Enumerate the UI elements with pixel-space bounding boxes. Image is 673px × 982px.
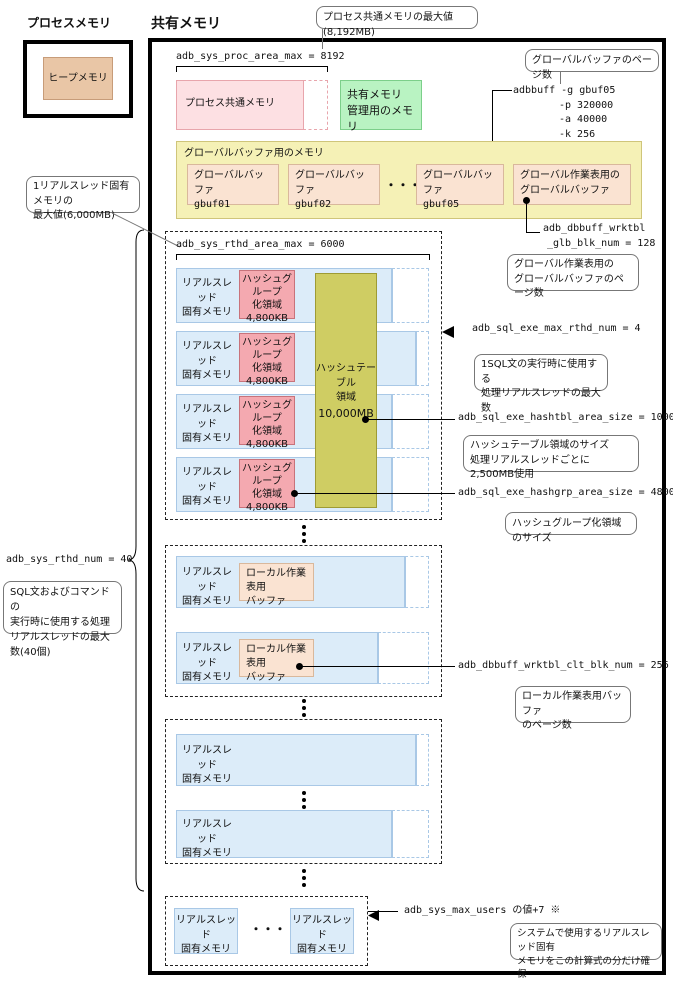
rthd-label-3: リアルスレッド固有メモリ bbox=[182, 404, 232, 444]
hashgrp-callout: ハッシュグループ化領域のサイズ bbox=[505, 512, 637, 544]
max-rthd-callout: 1SQL文の実行時に使用する処理リアルスレッドの最大数 bbox=[474, 354, 608, 414]
rthd-label-8: リアルスレッド固有メモリ bbox=[182, 819, 232, 859]
proc-area-callout: プロセス共通メモリの最大値(8,192MB) bbox=[316, 6, 478, 38]
rthd-group-3 bbox=[165, 719, 442, 864]
rthd-num-callout: SQL文およびコマンドの実行時に使用する処理リアルスレッドの最大数(40個) bbox=[3, 581, 122, 658]
rthd-label-7: リアルスレッド固有メモリ bbox=[182, 745, 232, 785]
rthd-memory-bottom-2 bbox=[290, 908, 354, 954]
proc-area-param: adb_sys_proc_area_max = 8192 bbox=[176, 51, 345, 62]
rthd-memory-7 bbox=[176, 734, 416, 786]
max-rthd-param: adb_sql_exe_max_rthd_num = 4 bbox=[472, 323, 641, 334]
wrktbl-glb-callout: グローバル作業表用のグローバルバッファのページ数 bbox=[507, 254, 639, 299]
hashgrp-param: adb_sql_exe_hashgrp_area_size = 4800 bbox=[458, 487, 673, 498]
clt-blk-param: adb_dbbuff_wrktbl_clt_blk_num = 256 bbox=[458, 660, 669, 671]
heap-memory-box: ヒープメモリ bbox=[43, 57, 113, 100]
max-users-arrow bbox=[368, 906, 380, 925]
rthd-memory-8 bbox=[176, 810, 392, 858]
process-memory-box: ヒープメモリ bbox=[23, 40, 133, 118]
shared-mgmt-memory: 共有メモリ 管理用のメモリ bbox=[340, 80, 422, 133]
rthd-label-4: リアルスレッド固有メモリ bbox=[182, 467, 232, 507]
proc-common-memory: プロセス共通メモリ bbox=[176, 80, 304, 130]
rthd-label-bottom-2: リアルスレッド固有メモリ bbox=[292, 915, 352, 955]
global-work-buffer: グローバル作業表用のグローバルバッファ bbox=[513, 164, 631, 205]
rthd-callout-leader bbox=[111, 212, 181, 248]
vertical-dots-4 bbox=[302, 869, 306, 890]
vertical-dots-2 bbox=[302, 699, 306, 720]
left-brace bbox=[124, 228, 148, 897]
rthd-group-1 bbox=[165, 231, 442, 520]
max-rthd-arrow bbox=[442, 323, 462, 342]
rthd-area-callout: 1リアルスレッド固有メモリの最大値(6,000MB) bbox=[26, 176, 140, 221]
rthd-label-bottom-1: リアルスレッド固有メモリ bbox=[176, 915, 236, 955]
rthd-group-2 bbox=[165, 545, 442, 697]
hashtbl-param: adb_sql_exe_hashtbl_area_size = 10000 bbox=[458, 412, 673, 423]
heap-memory-label: ヒープメモリ bbox=[48, 73, 108, 84]
rthd-memory-bottom-1 bbox=[174, 908, 238, 954]
vertical-dots-1 bbox=[302, 525, 306, 546]
wrktbl-glb-param: adb_dbbuff_wrktbl _glb_blk_num = 128 bbox=[543, 223, 656, 249]
clt-blk-callout: ローカル作業表用バッファのページ数 bbox=[515, 686, 631, 731]
shared-memory-box bbox=[148, 38, 666, 975]
adbbuff-command: adbbuff -g gbuf05 -p 320000 -a 40000 -k … bbox=[513, 85, 616, 140]
global-buffer-pages-callout: グローバルバッファのページ数 bbox=[525, 49, 659, 81]
rthd-label-1: リアルスレッド固有メモリ bbox=[182, 278, 232, 318]
local-work-buffer-2: ローカル作業表用バッファ bbox=[239, 639, 314, 683]
rthd-label-6: リアルスレッド固有メモリ bbox=[182, 643, 232, 683]
max-users-param: adb_sys_max_users の値+7 ※ bbox=[404, 905, 561, 916]
global-buffer-area-label: グローバルバッファ用のメモリ bbox=[184, 148, 324, 159]
global-buffer-dots: ・・・ bbox=[385, 178, 422, 192]
rthd-label-2: リアルスレッド固有メモリ bbox=[182, 341, 232, 381]
rthd-area-param: adb_sys_rthd_area_max = 6000 bbox=[176, 239, 345, 250]
rthd-group-bottom bbox=[165, 896, 368, 966]
local-work-buffer-1: ローカル作業表用バッファ bbox=[239, 563, 314, 607]
max-users-callout: システムで使用するリアルスレッド固有メモリをこの計算式の分だけ確保 bbox=[510, 923, 662, 980]
process-memory-title: プロセスメモリ bbox=[27, 16, 112, 30]
rthd-label-5: リアルスレッド固有メモリ bbox=[182, 567, 232, 607]
rthd-num-param: adb_sys_rthd_num = 40 bbox=[6, 554, 133, 565]
bottom-dots: ・・・ bbox=[250, 922, 287, 936]
shared-memory-title: 共有メモリ bbox=[151, 16, 221, 32]
vertical-dots-3 bbox=[302, 791, 306, 812]
hashtbl-callout: ハッシュテーブル領域のサイズ処理リアルスレッドごとに2,500MB使用 bbox=[463, 435, 639, 480]
